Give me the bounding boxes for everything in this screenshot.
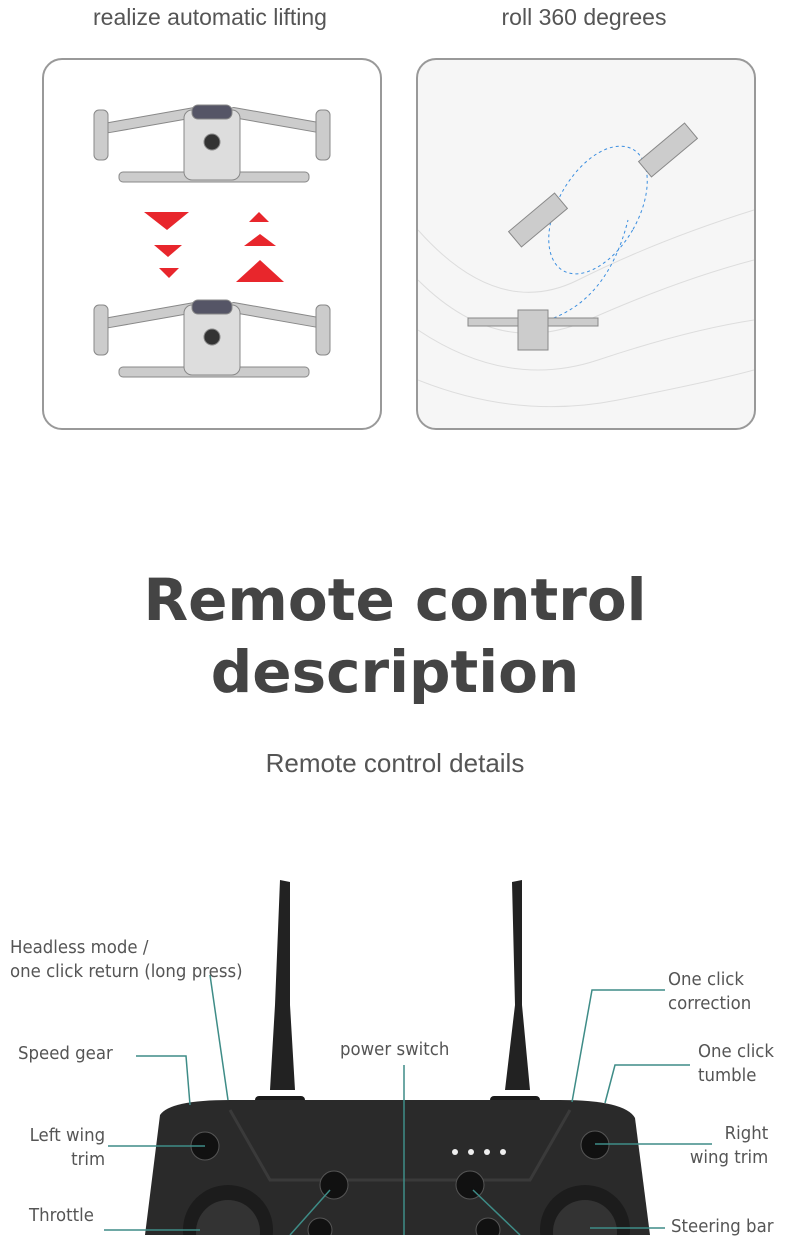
subtitle: Remote control details: [265, 748, 525, 778]
label-power-switch: power switch: [340, 1039, 450, 1060]
label-steering-bar: Steering bar: [671, 1216, 774, 1237]
title-line-2: description: [210, 638, 580, 706]
caption-lifting: realize automatic lifting: [93, 4, 327, 30]
lifting-image-panel: [42, 58, 382, 430]
drone-roll-illustration: [418, 122, 754, 408]
label-headless-mode: Headless mode /one click return (long pr…: [10, 937, 243, 982]
callout-lines: [104, 974, 712, 1235]
title-line-1: Remote control: [143, 566, 647, 634]
roll-image-panel: [416, 58, 756, 430]
label-speed-gear: Speed gear: [18, 1043, 113, 1064]
remote-controller-illustration: [104, 880, 712, 1235]
label-throttle: Throttle: [29, 1205, 94, 1226]
caption-roll: roll 360 degrees: [501, 4, 667, 30]
arrows: [144, 212, 284, 282]
drone-lifting-illustration: [93, 104, 331, 378]
